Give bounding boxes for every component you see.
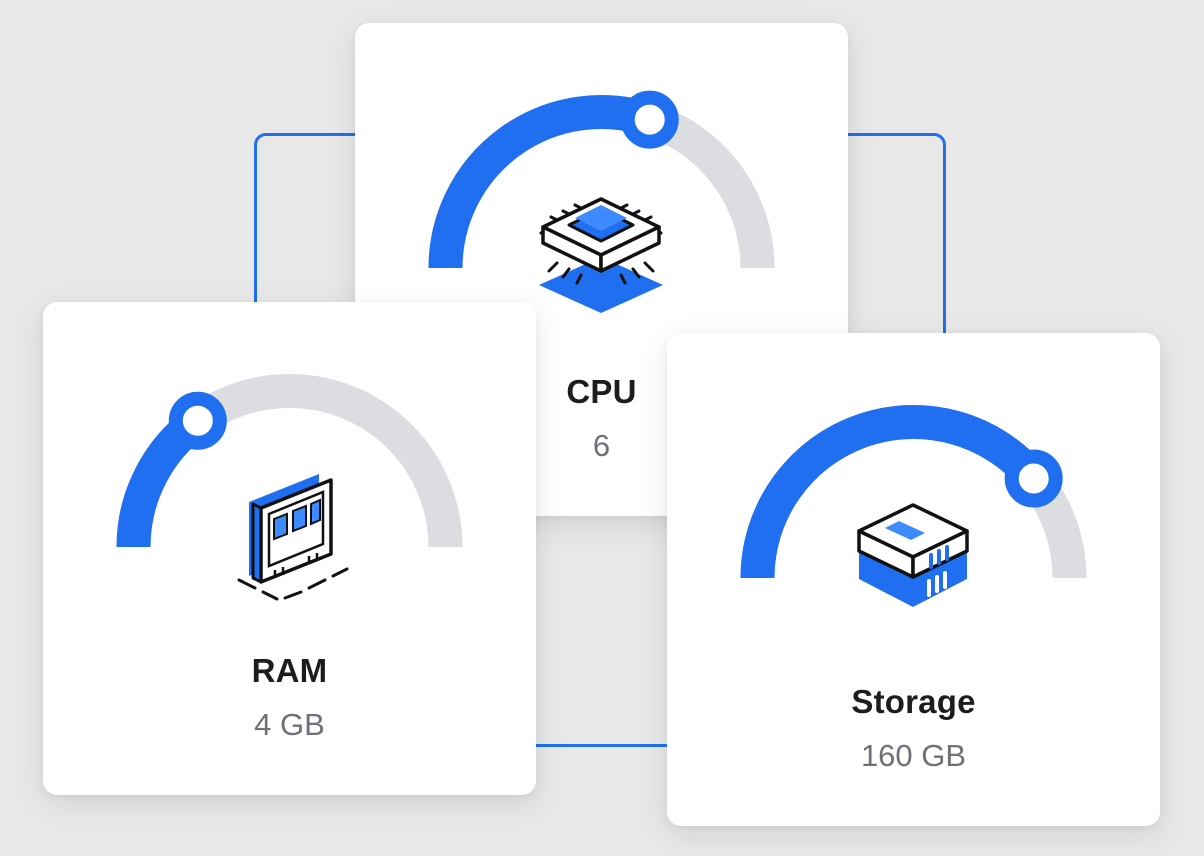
cpu-chip-icon [539, 197, 663, 313]
cpu-label: CPU [566, 373, 637, 410]
storage-gauge [740, 405, 1087, 579]
cpu-gauge-handle[interactable] [620, 90, 679, 149]
ram-card[interactable]: RAM 4 GB [43, 302, 536, 795]
storage-drive-icon [857, 503, 969, 607]
storage-label: Storage [851, 683, 976, 720]
storage-gauge-handle[interactable] [1004, 449, 1063, 508]
cpu-gauge-fill [428, 95, 655, 269]
cpu-value: 6 [592, 428, 611, 463]
storage-gauge-fill [740, 405, 1047, 579]
ram-module-icon [237, 474, 349, 601]
ram-gauge [116, 374, 463, 548]
storage-value: 160 GB [860, 738, 967, 773]
storage-card[interactable]: Storage 160 GB [667, 333, 1160, 826]
ram-gauge-handle[interactable] [168, 391, 227, 450]
ram-value: 4 GB [254, 707, 325, 742]
ram-label: RAM [251, 652, 328, 689]
cpu-gauge [428, 90, 775, 269]
